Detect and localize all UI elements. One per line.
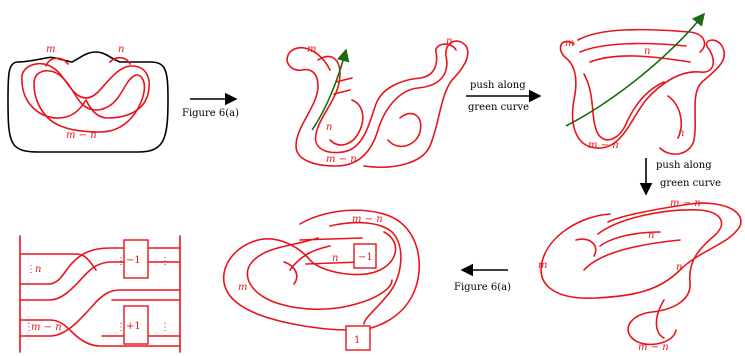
dots-left-bottom: ⋮ — [24, 322, 34, 333]
label-n-braid: n — [35, 264, 41, 275]
panel-4-after-push-2: m − n n n m m − n — [538, 198, 742, 353]
label-n-panel5: n — [332, 253, 338, 264]
label-n-panel4: n — [648, 230, 654, 241]
push1-line1: push along — [470, 80, 526, 91]
label-m-minus-n-bottom-panel4: m − n — [638, 342, 669, 353]
panel-2-after-fig6a: m n n m − n — [286, 36, 469, 168]
arrow-label-fig6a-bottom: Figure 6(a) — [454, 282, 511, 293]
arrow-label-fig6a-top: Figure 6(a) — [182, 108, 239, 119]
label-m-minus-n-panel1: m − n — [66, 130, 97, 141]
dots-right-bottom: ⋮ — [160, 322, 170, 333]
dots-mid-top: ⋮ — [116, 256, 126, 267]
panel-3-after-push-1: m n n m − n — [559, 12, 726, 155]
twist-box-one-panel5 — [345, 325, 371, 351]
push2-line1: push along — [656, 160, 712, 171]
twist-box-minus-one-panel5 — [353, 243, 377, 269]
push1-line2: green curve — [468, 102, 529, 113]
label-n-panel1: n — [118, 44, 124, 55]
label-minus-one-braid: −1 — [126, 255, 141, 266]
label-m-minus-n-panel5: m − n — [352, 214, 383, 225]
label-n-mid-panel2: n — [326, 122, 332, 133]
panel-1-initial-link: m n m − n — [7, 44, 169, 153]
green-push-curve-2 — [565, 12, 706, 127]
arrow-push-along-1: push along green curve — [466, 80, 542, 113]
push2-line2: green curve — [660, 178, 721, 189]
label-m-minus-n-top-panel4: m − n — [670, 198, 701, 209]
label-m-minus-n-panel3: m − n — [588, 140, 619, 151]
label-minus-one-panel5: −1 — [358, 252, 373, 263]
arrow-figure-6a-top: Figure 6(a) — [182, 92, 239, 119]
dots-right-top: ⋮ — [160, 256, 170, 267]
arrow-figure-6a-bottom: Figure 6(a) — [454, 263, 511, 293]
arrow-push-along-2: push along green curve — [639, 158, 721, 196]
label-m-panel3: m — [565, 38, 574, 49]
label-plus-one-braid: +1 — [126, 321, 141, 332]
panel-5-twisted-knot: −1 1 m − n n m — [222, 209, 420, 351]
label-m-panel4: m — [538, 260, 547, 271]
label-n2-panel4: n — [676, 262, 682, 273]
label-n-bot-panel3: n — [678, 128, 684, 139]
dots-left-top: ⋮ — [26, 264, 36, 275]
label-m-panel1: m — [46, 44, 55, 55]
label-m-panel2: m — [307, 44, 316, 55]
panel-6-braid: −1 +1 ⋮ n ⋮ m − n ⋮ ⋮ ⋮ ⋮ — [19, 235, 181, 353]
dots-mid-bottom: ⋮ — [116, 322, 126, 333]
label-n-top-panel3: n — [644, 46, 650, 57]
red-knot-n-strand — [33, 70, 146, 133]
twist-box-minus-one-braid — [123, 239, 149, 279]
label-m-minus-n-braid: m − n — [31, 322, 62, 333]
twist-box-plus-one-braid — [123, 305, 149, 345]
green-push-curve-1 — [311, 48, 350, 131]
label-m-minus-n-panel2: m − n — [326, 154, 357, 165]
label-one-panel5: 1 — [354, 335, 360, 346]
label-m-panel5: m — [238, 282, 247, 293]
label-n-top-panel2: n — [446, 36, 452, 47]
